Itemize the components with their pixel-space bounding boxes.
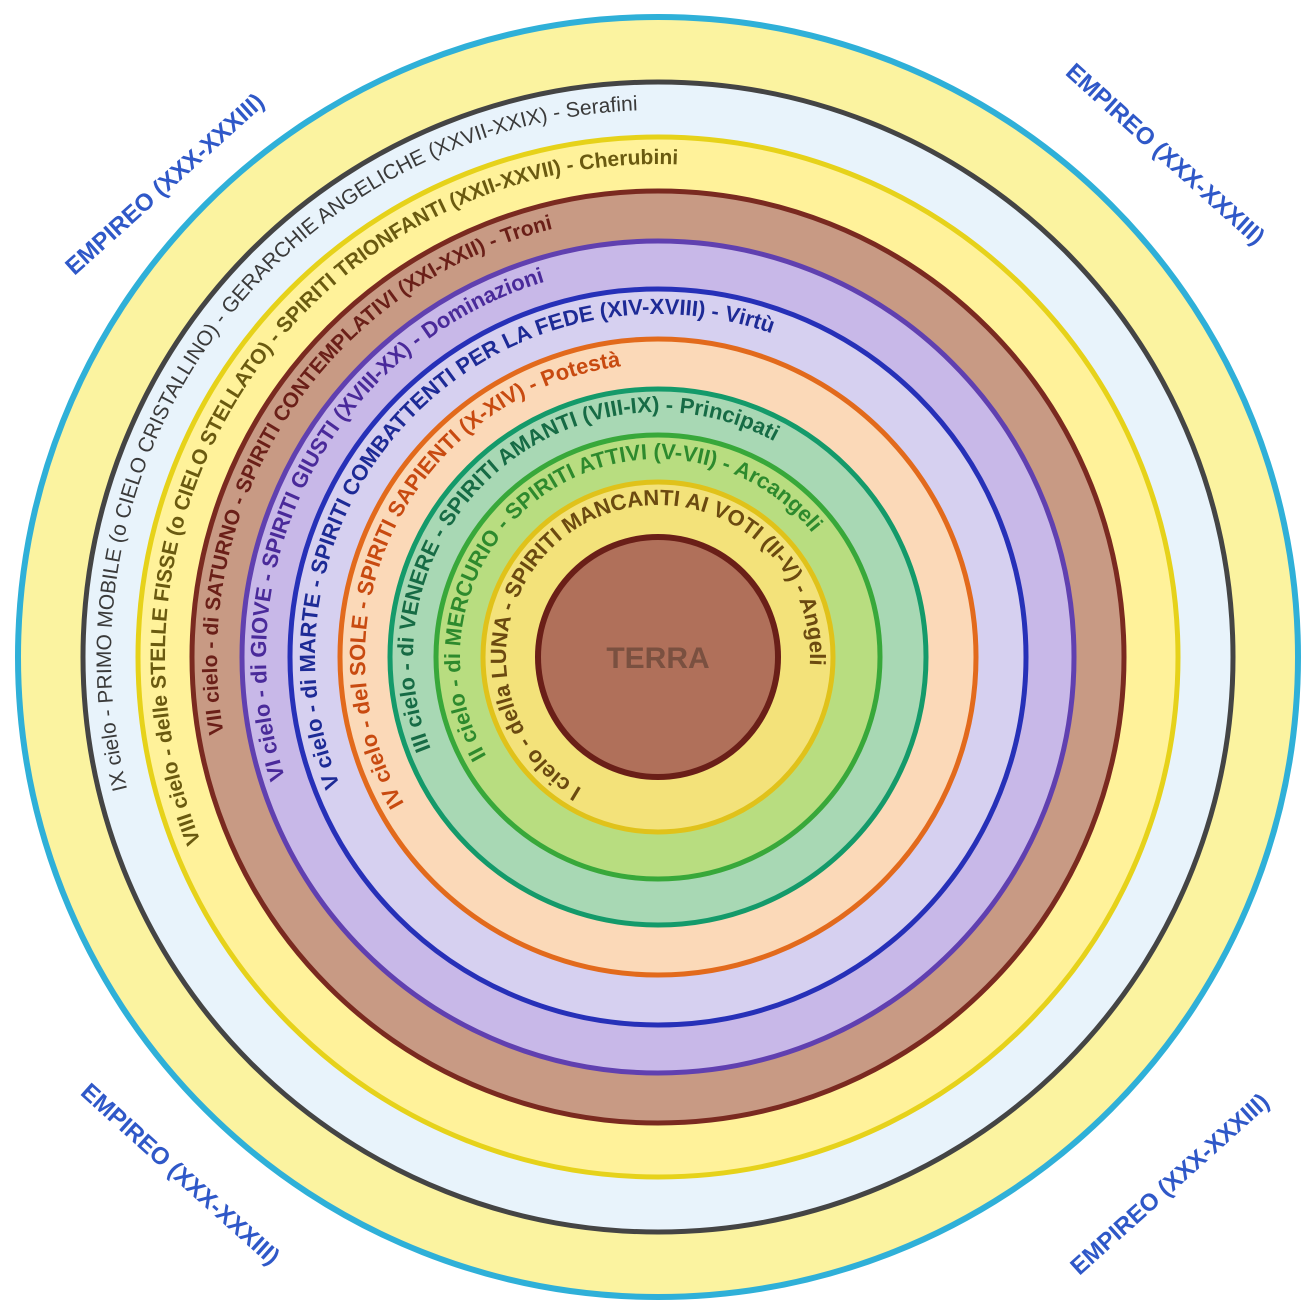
heaven-ring-4 <box>337 336 979 978</box>
terra-circle <box>535 534 781 780</box>
heaven-ring-1 <box>480 479 836 835</box>
heaven-ring-3 <box>387 386 929 928</box>
heaven-ring-7 <box>189 188 1127 1126</box>
terra-label: TERRA <box>606 642 709 675</box>
terra-group: TERRA <box>535 534 781 780</box>
heaven-ring-lines <box>80 79 1236 1235</box>
heaven-ring-5 <box>287 286 1029 1028</box>
heaven-ring-2 <box>433 432 883 882</box>
heaven-ring-6 <box>239 238 1077 1076</box>
heaven-ring-9 <box>80 79 1236 1235</box>
heaven-ring-8 <box>135 134 1181 1180</box>
